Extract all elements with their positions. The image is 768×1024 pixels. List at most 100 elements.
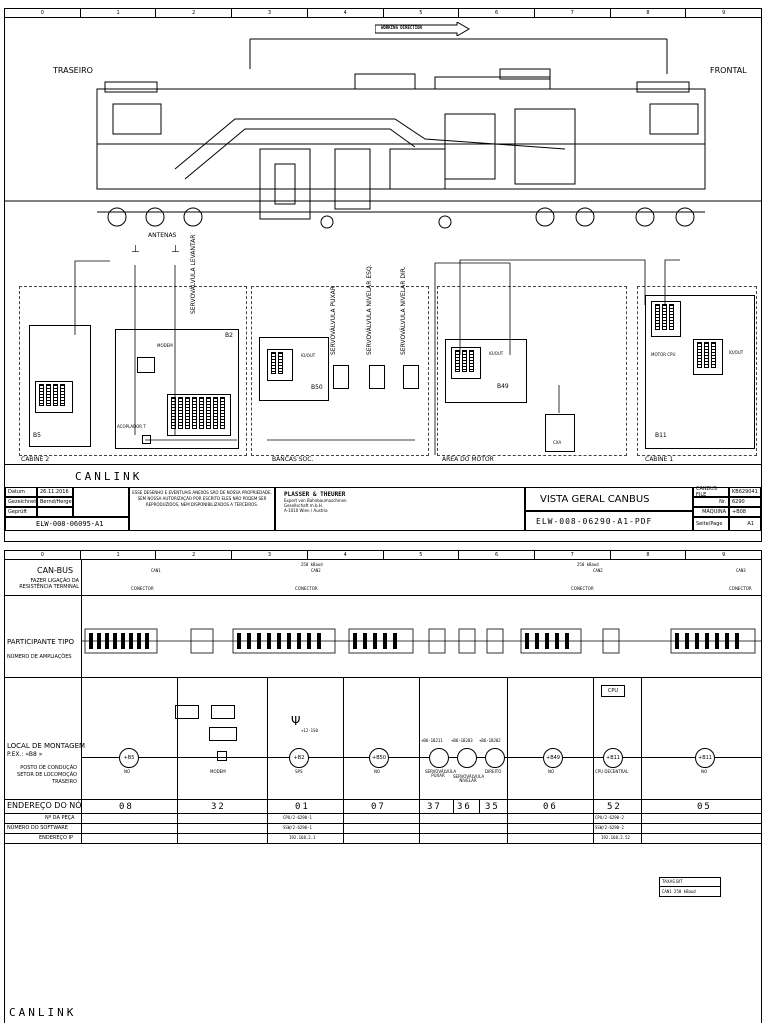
node-label: SPS [295,769,303,774]
node-b50: +B50 [369,748,389,768]
module-id: B2 [225,332,233,339]
column-divider [641,677,642,843]
working-direction-label: WORKING DIRECTION [381,25,422,30]
sensor-box-label: CXA [553,440,562,445]
module-id: B49 [497,383,509,390]
column-divider [593,677,594,843]
part-number: CPU/2-6290-1 [283,815,312,820]
modem-panel [175,705,199,719]
column-label: 5 [384,551,460,559]
row-divider [5,833,761,834]
row-divider [5,843,761,844]
legend-title: TAXAS BIT [660,878,720,887]
row-divider [5,677,761,678]
date-value: 26.11.2016 [37,487,73,497]
io-module [267,349,293,381]
revision-table [73,487,129,517]
arrow-right-icon [374,21,470,37]
document-number-text: ELW-008-06290-A1-PDF [536,516,653,526]
working-direction-arrow: WORKING DIRECTION [374,21,470,37]
connector-label: CONECTOR [571,586,594,591]
column-label: 6 [459,9,535,17]
node-id: +B2 [293,755,305,761]
node-address: 08 [119,802,134,812]
node-label: NO [374,769,381,774]
node-address: 05 [697,802,712,812]
cpu-box-label: CPU [607,688,619,694]
node-address: 35 [485,802,500,812]
node-label: DIREITO [485,769,502,774]
region-label: BANCAS SOC. [272,456,314,463]
column-label: 7 [535,551,611,559]
node-address: 32 [211,802,226,812]
legend-value: CAN1 250 kBaud [662,889,696,894]
servo-valve-level-left [369,365,385,389]
title-block: CANLINK Datum 26.11.2016 Gezeichnet Bern… [5,464,761,542]
module-id: B11 [655,432,667,439]
sheet-label: Seite/Page [693,517,729,531]
drawing-title-text: VISTA GERAL CANBUS [540,493,650,505]
bus-baud-rate: 250 kBaud [301,562,323,567]
number-value: 6290 [729,497,761,507]
node-label: NO [124,769,131,774]
number-label: Nr. [693,497,729,507]
module-id: B5 [33,432,41,439]
cabinet-b2 [115,329,239,449]
canbus-file-value: KB629041 [729,487,761,497]
column-label: 0 [5,551,81,559]
column-label: 3 [232,551,308,559]
bus-name: CAN2 [311,568,321,573]
column-label: 9 [722,552,726,558]
column-divider [267,677,268,843]
antenna-id: +12-1S0 [301,728,318,733]
module-id: B50 [311,384,323,391]
participant-modules [81,628,761,654]
column-divider [177,677,178,843]
node-id: +B11 [606,755,620,761]
copyright-notice: ESSE DESENHO E EVENTUAIS ANEXOS SÃO DE N… [129,487,275,531]
cabinet-b49 [445,339,527,403]
coupler-box [142,435,151,444]
node-id: +B11 [698,755,712,761]
machine-side-view [5,38,761,229]
bitrate-legend: TAXAS BIT CAN1 250 kBaud [659,877,721,897]
canbus-file-label: CANBUS FILE [693,486,729,498]
node-b5: +B5 [119,748,139,768]
can-bus-wiring [74,259,680,455]
row-sublabel-location: POSTO DE CONDUÇÃO SETOR DE LOCOMOÇÃO TRA… [17,765,77,785]
node-b49: +B49 [543,748,563,768]
region-label: CABINE 1 [645,456,674,463]
node-servo-pull [429,748,449,768]
node-address: 01 [295,802,310,812]
row-divider [5,813,761,814]
io-out-label: IO/OUT [489,351,504,356]
column-divider [507,677,508,843]
drawing-sheet-1: 0 1 2 3 4 5 6 7 8 9 WORKING DIRECTION TR… [4,8,762,542]
row-label-software-number: NÚMERO DO SOFTWARE [7,825,68,831]
document-number: ELW-008-06290-A1-PDF [525,511,693,531]
column-divider [343,677,344,843]
cpu-module [651,301,681,337]
node-b11-cpu: +B11 [603,748,623,768]
label-column-divider [81,559,82,843]
node-id: +B50 [372,755,386,761]
column-label: 4 [308,551,384,559]
row-label-ip-address: ENDEREÇO IP [39,835,74,841]
connector-label: CONECTOR [729,586,752,591]
software-number: SSW/2-6290-1 [283,825,312,830]
node-address: 52 [607,802,622,812]
brand-logo-text: CANLINK [75,470,143,483]
column-label: 1 [81,551,157,559]
drawn-value: Bernd/Herger [37,497,74,507]
column-label: 7 [535,9,611,17]
modem-router [209,727,237,741]
row-divider [5,799,761,800]
column-label: 9 [722,10,726,16]
node-address: 36 [457,802,472,812]
column-divider [479,799,480,813]
row-label-canbus: CAN-BUS [37,566,74,575]
column-header: 0 1 2 3 4 5 6 7 8 9 [5,551,761,560]
region-cabine-2 [19,286,247,456]
row-sublabel-canbus: FAZER LIGAÇÃO DA RESISTÊNCIA TERMINAL [19,578,79,590]
node-label: NO [701,769,708,774]
